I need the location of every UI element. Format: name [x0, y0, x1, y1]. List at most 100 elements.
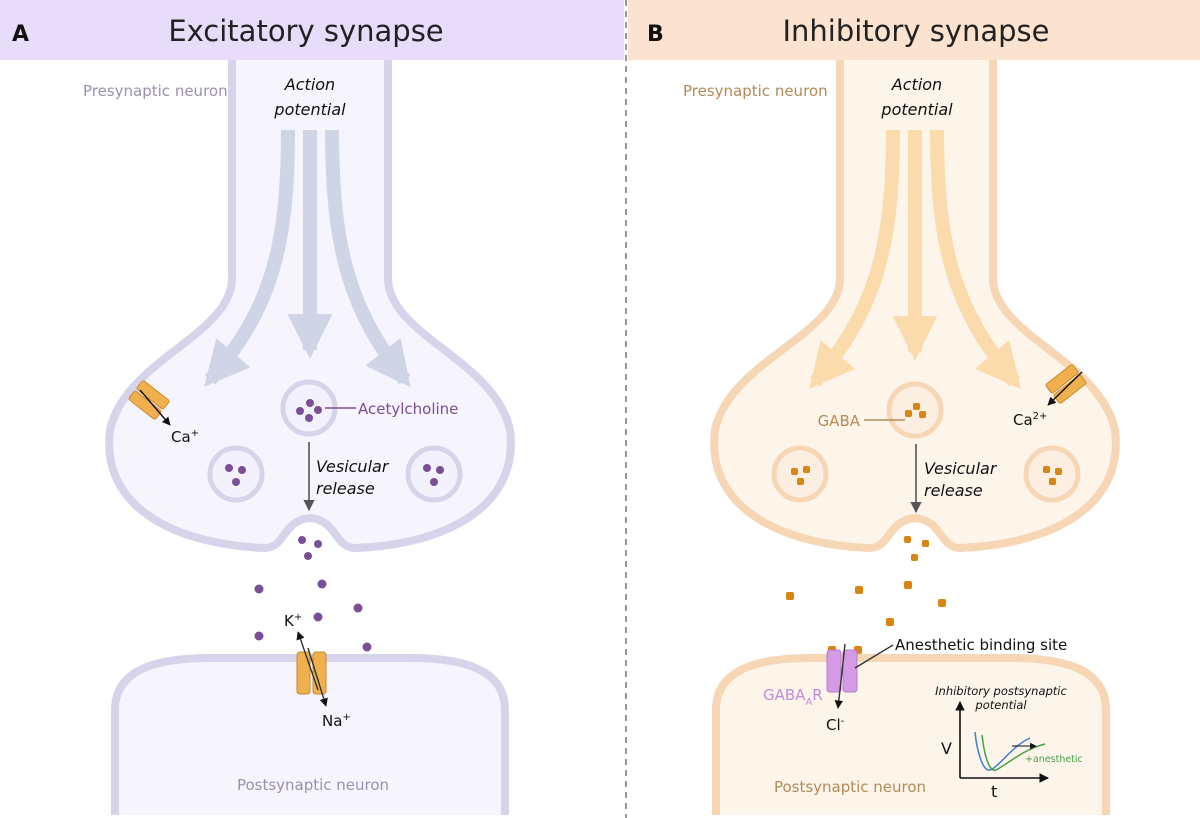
gaba-label: GABA [818, 412, 861, 430]
ipsp-curve-control [974, 731, 1031, 771]
ach-molecule [436, 466, 444, 474]
potassium-ion-charge: + [294, 612, 302, 623]
gaba-a-receptor [826, 649, 858, 693]
ipsp-title-1: Inhibitory postsynaptic [935, 684, 1067, 698]
gaba-molecule [786, 592, 794, 600]
ipsp-x-axis-label: t [991, 782, 997, 801]
ach-molecule [298, 536, 306, 544]
ach-molecule [362, 642, 372, 652]
panel-b-title: Inhibitory synapse [782, 14, 1049, 48]
gaba-molecule [905, 410, 912, 417]
ach-molecule [225, 464, 233, 472]
gaba-molecule [791, 468, 798, 475]
binding-site-leader-line [854, 644, 894, 669]
acetylcholine-label: Acetylcholine [358, 400, 458, 418]
ap-arrow-right-a [325, 129, 411, 388]
ach-molecule [254, 584, 264, 594]
released-acetylcholine [254, 579, 372, 652]
chloride-ion-charge: - [841, 716, 845, 727]
calcium-ion-symbol-a: Ca [171, 428, 191, 446]
panel-a-letter: A [12, 22, 29, 47]
calcium-flow-arrow-b [1047, 371, 1083, 406]
ap-arrow-left-b [809, 129, 900, 389]
gaba-molecule [797, 478, 804, 485]
action-potential-arrows-a [204, 129, 411, 388]
calcium-flow-arrow-a [139, 389, 171, 426]
presynaptic-label-a: Presynaptic neuron [83, 82, 228, 100]
ap-arrow-left-a [204, 129, 295, 387]
ach-molecule [314, 540, 322, 548]
sodium-flow-arrow [307, 647, 328, 707]
gaba-molecule [855, 586, 863, 594]
action-potential-label-b-1: Action [891, 75, 942, 94]
sodium-ion-label: Na+ [322, 712, 351, 730]
ach-molecule [314, 406, 322, 414]
action-potential-arrows-b [809, 129, 1021, 389]
ach-molecule [296, 407, 304, 415]
calcium-channel-a [128, 380, 170, 420]
gaba-molecule [904, 581, 912, 589]
sodium-ion-symbol: Na [322, 712, 342, 730]
gaba-a-receptor-label: GABAAR [763, 686, 823, 708]
ach-molecule [254, 631, 264, 641]
receptor-suffix: R [812, 686, 822, 704]
gaba-molecule [904, 536, 911, 543]
calcium-channel-b [1045, 364, 1087, 404]
ach-molecule [423, 464, 431, 472]
ach-molecule [232, 478, 240, 486]
chloride-flow-arrow [834, 643, 846, 709]
ipsp-title-2: potential [974, 698, 1027, 712]
ach-molecule [304, 552, 312, 560]
potassium-flow-arrow [296, 631, 319, 691]
calcium-ion-label-a: Ca+ [171, 428, 199, 446]
ach-molecule [313, 612, 323, 622]
sodium-ion-charge: + [342, 712, 350, 723]
action-potential-label-b-2: potential [880, 100, 953, 119]
released-gaba [786, 581, 946, 654]
gaba-molecule [803, 466, 810, 473]
action-potential-label-a-2: potential [273, 100, 346, 119]
ipsp-curve-anesthetic [981, 734, 1046, 771]
gaba-molecule [919, 411, 926, 418]
gaba-molecule [1049, 478, 1056, 485]
presynaptic-label-b: Presynaptic neuron [683, 82, 828, 100]
gaba-molecule [886, 618, 894, 626]
ach-molecule [353, 603, 363, 613]
gaba-molecule [938, 599, 946, 607]
gaba-molecule [1055, 468, 1062, 475]
chloride-ion-label: Cl- [826, 716, 845, 734]
receptor-main: GABA [763, 686, 806, 704]
vesicle-top-b [886, 381, 944, 439]
panel-a: A Excitatory synapse Presynaptic neuron … [0, 0, 624, 815]
receptor-subscript: A [805, 697, 812, 708]
panel-a-header [0, 0, 624, 60]
ach-molecule [430, 478, 438, 486]
gaba-molecule [922, 540, 929, 547]
gaba-molecule [911, 554, 918, 561]
vesicular-release-label-a-2: release [316, 479, 375, 498]
vesicular-release-label-b-1: Vesicular [924, 459, 998, 478]
ipsp-inset: Inhibitory postsynaptic potential V t +a… [935, 684, 1083, 801]
vesicular-release-label-a-1: Vesicular [316, 457, 390, 476]
panel-b: B Inhibitory synapse Presynaptic neuron … [628, 0, 1200, 815]
panel-b-header [628, 0, 1200, 60]
ach-molecule [306, 399, 314, 407]
anesthetic-binding-site-label: Anesthetic binding site [895, 636, 1067, 654]
potassium-ion-symbol: K [284, 612, 295, 630]
panel-b-letter: B [647, 22, 664, 47]
ap-arrow-right-b [930, 129, 1021, 389]
calcium-ion-charge-b: 2+ [1033, 411, 1048, 422]
postsynaptic-label-a: Postsynaptic neuron [237, 776, 389, 794]
vesicle-left-b [771, 445, 829, 503]
chloride-ion-symbol: Cl [826, 716, 841, 734]
gaba-molecule [1043, 466, 1050, 473]
vesicle-right-b [1023, 445, 1081, 503]
ach-molecule [305, 414, 313, 422]
potassium-ion-label: K+ [284, 612, 302, 630]
panel-a-title: Excitatory synapse [168, 14, 443, 48]
vesicle-left-a [207, 445, 265, 503]
ipsp-anesthetic-label: +anesthetic [1025, 754, 1083, 765]
ipsp-y-axis-label: V [941, 739, 952, 758]
